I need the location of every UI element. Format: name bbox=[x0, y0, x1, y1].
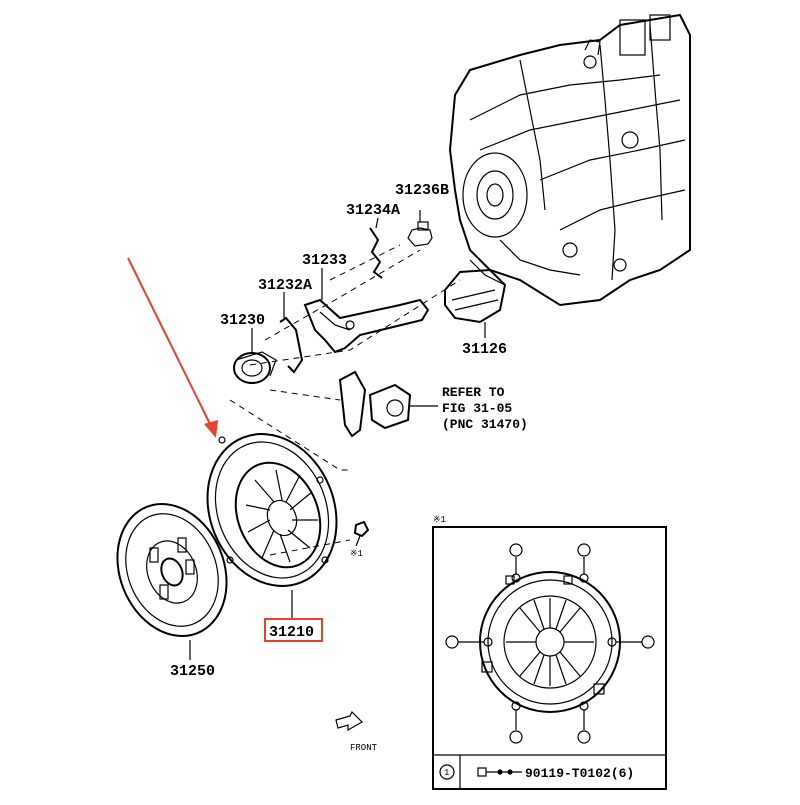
note-mark-bolt: ※1 bbox=[350, 549, 363, 559]
front-arrow-icon bbox=[335, 710, 363, 732]
label-31234A: 31234A bbox=[346, 202, 400, 219]
inset-note-mark: ※1 bbox=[433, 515, 446, 525]
label-31236B: 31236B bbox=[395, 182, 449, 199]
part-31210-clutch-cover bbox=[206, 433, 338, 618]
label-31232A: 31232A bbox=[258, 277, 312, 294]
label-31210: 31210 bbox=[269, 624, 314, 641]
label-31126: 31126 bbox=[462, 341, 507, 358]
refer-line-3: (PNC 31470) bbox=[442, 417, 528, 432]
label-31250: 31250 bbox=[170, 663, 215, 680]
part-31234A-spring bbox=[369, 217, 383, 279]
front-label: FRONT bbox=[350, 743, 378, 753]
pointer-arrow bbox=[127, 257, 218, 438]
part-31232A-clip bbox=[279, 292, 304, 374]
transmission-housing bbox=[448, 13, 691, 307]
inset-panel bbox=[432, 526, 667, 790]
part-31126-boot bbox=[444, 268, 507, 338]
part-slave-cylinder bbox=[338, 370, 438, 438]
label-31230: 31230 bbox=[220, 312, 265, 329]
legend-part-number: 90119-T0102(6) bbox=[525, 766, 634, 781]
part-31233-release-fork bbox=[303, 268, 430, 354]
part-31230-release-bearing bbox=[233, 328, 277, 384]
legend-circle-number: 1 bbox=[444, 768, 449, 778]
part-31236B-pivot bbox=[407, 210, 433, 247]
part-31250-clutch-disc bbox=[116, 503, 228, 660]
refer-line-1: REFER TO bbox=[442, 385, 505, 400]
highlight-box-31210 bbox=[264, 618, 323, 642]
part-bolt-note1 bbox=[353, 520, 370, 547]
refer-line-2: FIG 31-05 bbox=[442, 401, 512, 416]
label-31233: 31233 bbox=[302, 252, 347, 269]
